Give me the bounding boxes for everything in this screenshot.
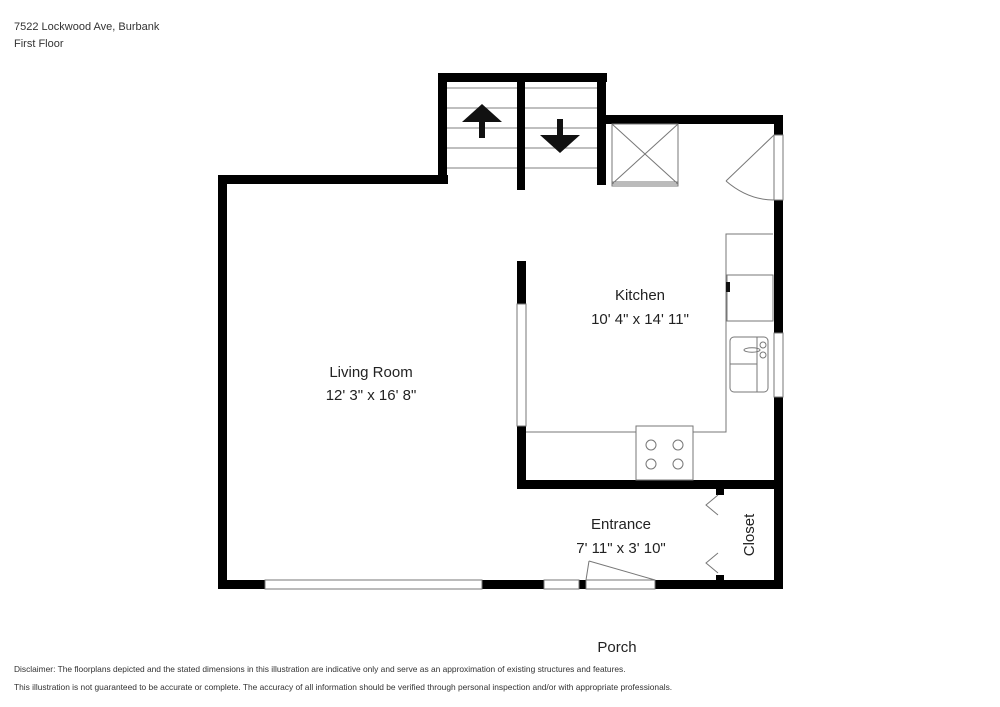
wall-kitchen-right-b bbox=[774, 200, 783, 333]
floor-label: First Floor bbox=[14, 38, 64, 50]
wall-bottom-d bbox=[655, 580, 783, 589]
wall-kitchen-bottom bbox=[517, 480, 783, 489]
room-dims-entrance: 7' 11" x 3' 10" bbox=[576, 540, 666, 557]
kitchen-counter bbox=[526, 233, 774, 433]
wall-bottom-a bbox=[218, 580, 265, 589]
room-name-kitchen: Kitchen bbox=[615, 287, 665, 304]
arrow-up-icon bbox=[462, 104, 502, 138]
wall-kitchen-right-a bbox=[774, 115, 783, 135]
room-dims-living: 12' 3" x 16' 8" bbox=[326, 387, 417, 404]
wall-living-top bbox=[218, 175, 448, 184]
window-kitchen-right bbox=[773, 332, 784, 398]
door-swing-closet bbox=[705, 494, 719, 574]
wall-kitchen-left-a bbox=[517, 261, 526, 304]
wall-closet-jamb-bottom bbox=[716, 575, 724, 581]
room-name-living: Living Room bbox=[329, 364, 412, 381]
wall-bottom-c bbox=[579, 580, 586, 589]
disclaimer-line-2: This illustration is not guaranteed to b… bbox=[14, 682, 673, 692]
wall-kitchen-right-c bbox=[774, 397, 783, 589]
wall-stair-right bbox=[597, 73, 606, 185]
room-name-porch: Porch bbox=[597, 639, 636, 656]
stove-icon bbox=[635, 425, 694, 481]
door-swing-kitchen bbox=[725, 134, 784, 201]
disclaimer-line-1: Disclaimer: The floorplans depicted and … bbox=[14, 664, 626, 674]
wall-kitchen-left-b bbox=[517, 426, 526, 489]
refrigerator-icon bbox=[611, 123, 679, 187]
window-entrance-bottom bbox=[543, 579, 580, 590]
arrow-down-icon bbox=[540, 119, 580, 153]
window-living-bottom bbox=[264, 579, 483, 590]
room-name-closet: Closet bbox=[741, 513, 758, 556]
wall-bottom-b bbox=[482, 580, 544, 589]
wall-stair-left bbox=[438, 73, 447, 184]
wall-closet-jamb-top bbox=[716, 489, 724, 495]
walls bbox=[218, 73, 783, 589]
windows bbox=[264, 303, 784, 590]
wall-kitchen-top bbox=[597, 115, 783, 124]
window-kitchen-left bbox=[516, 303, 527, 427]
door-swing-entrance bbox=[585, 560, 656, 590]
room-name-entrance: Entrance bbox=[591, 516, 651, 533]
wall-living-left bbox=[218, 175, 227, 589]
wall-stair-divider bbox=[517, 73, 525, 190]
room-dims-kitchen: 10' 4" x 14' 11" bbox=[591, 311, 689, 328]
sink-icon bbox=[729, 336, 769, 393]
property-address: 7522 Lockwood Ave, Burbank bbox=[14, 21, 160, 33]
